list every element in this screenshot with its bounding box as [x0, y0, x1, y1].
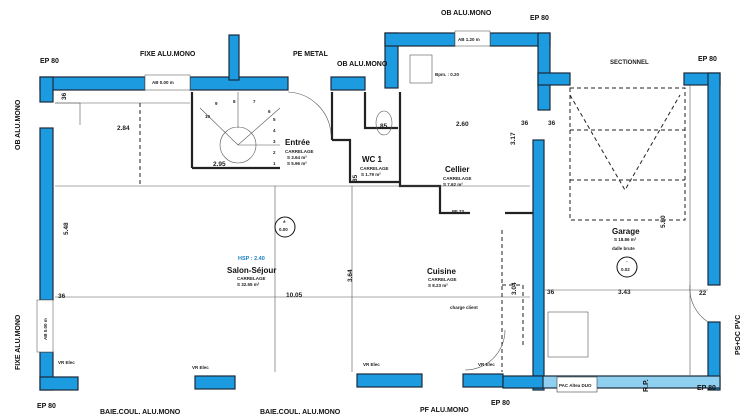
label-window: BAIE.COUL. ALU.MONO: [100, 409, 181, 416]
svg-text:8: 8: [233, 99, 236, 104]
svg-text:10: 10: [205, 114, 211, 119]
svg-text:Salon-Séjour: Salon-Séjour: [227, 266, 276, 275]
svg-text:85: 85: [352, 174, 359, 182]
level-marker-garage: - 0.02: [616, 256, 638, 278]
svg-text:S 7.62 m²: S 7.62 m²: [443, 182, 463, 187]
exterior-walls: [39, 32, 721, 391]
svg-text:CARRELAGE: CARRELAGE: [285, 149, 314, 154]
svg-text:CARRELAGE: CARRELAGE: [237, 276, 266, 281]
svg-text:36: 36: [58, 293, 66, 300]
room-cellier: Cellier CARRELAGE S 7.62 m²: [443, 165, 472, 187]
svg-text:1: 1: [273, 161, 276, 166]
svg-text:Entrée: Entrée: [285, 138, 310, 147]
label-window: OB ALU.MONO: [441, 10, 492, 17]
label-window: OB ALU.MONO: [337, 61, 388, 68]
room-cuisine: Cuisine CARRELAGE S 8.23 m²: [427, 267, 457, 288]
label-ep80: EP 80: [491, 400, 510, 407]
svg-text:0.02: 0.02: [621, 267, 630, 272]
svg-text:VR Elec: VR Elec: [192, 365, 209, 370]
svg-text:9: 9: [215, 101, 218, 106]
label-door: PE METAL: [293, 51, 329, 58]
svg-text:5.48: 5.48: [63, 222, 70, 235]
svg-text:VR Elec: VR Elec: [58, 360, 75, 365]
svg-text:charge client: charge client: [450, 305, 478, 310]
svg-text:S 5.96 m²: S 5.96 m²: [287, 161, 307, 166]
label-ep80: EP 80: [698, 56, 717, 63]
label-door: PS+OC PVC: [735, 315, 742, 355]
svg-text:4: 4: [273, 128, 276, 133]
svg-text:Bpm. : 0.20: Bpm. : 0.20: [435, 72, 460, 77]
svg-text:S 8.23 m²: S 8.23 m²: [428, 283, 448, 288]
annotations: Bpm. : 0.20 PF 73 charge client VR Elec …: [43, 72, 598, 393]
label-window: FIXE ALU.MONO: [15, 314, 22, 370]
svg-text:0.00: 0.00: [279, 227, 288, 232]
svg-text:85: 85: [380, 123, 388, 130]
svg-text:S 32.55 m²: S 32.55 m²: [237, 282, 260, 287]
svg-text:VR Elec: VR Elec: [478, 362, 495, 367]
svg-text:Garage: Garage: [612, 227, 640, 236]
label-door: PF ALU.MONO: [420, 407, 469, 414]
svg-text:3.17: 3.17: [510, 132, 517, 145]
svg-text:3: 3: [273, 139, 276, 144]
svg-text:10.05: 10.05: [286, 292, 303, 299]
svg-text:-: -: [626, 259, 628, 264]
label-ep80: EP 80: [40, 58, 59, 65]
label-ep80: EP 80: [697, 385, 716, 392]
svg-text:2.84: 2.84: [117, 125, 130, 132]
pac-unit: PAC Altea DUO: [559, 383, 592, 388]
svg-text:36: 36: [548, 120, 556, 127]
svg-text:S 18.86 m²: S 18.86 m²: [614, 237, 637, 242]
svg-text:5: 5: [273, 117, 276, 122]
svg-text:dalle brute: dalle brute: [612, 246, 635, 251]
svg-text:HSP : 2.40: HSP : 2.40: [238, 256, 265, 262]
svg-text:6: 6: [268, 109, 271, 114]
svg-text:WC 1: WC 1: [362, 155, 383, 164]
svg-text:3.43: 3.43: [618, 289, 631, 296]
room-entree: Entrée CARRELAGE S 3.64 m² S 5.96 m²: [285, 138, 314, 166]
window-fixe-left: [36, 299, 54, 353]
dimensions: 2.84 2.95 2.60 3.17 36 36 85 85 10.05 3.…: [58, 92, 707, 300]
svg-text:Cuisine: Cuisine: [427, 267, 456, 276]
svg-text:5.80: 5.80: [660, 215, 667, 228]
svg-text:±: ±: [283, 219, 286, 224]
label-window: BAIE.COUL. ALU.MONO: [260, 409, 341, 416]
label-ep80: EP 80: [37, 403, 56, 410]
svg-text:2: 2: [273, 150, 276, 155]
svg-text:CARRELAGE: CARRELAGE: [428, 277, 457, 282]
svg-text:3.64: 3.64: [347, 269, 354, 282]
svg-text:3.04: 3.04: [511, 282, 518, 295]
svg-text:CARRELAGE: CARRELAGE: [360, 166, 389, 171]
svg-text:Cellier: Cellier: [445, 165, 469, 174]
level-marker-salon: ± 0.00: [274, 216, 296, 238]
label-ep80: EP 80: [530, 15, 549, 22]
svg-text:7: 7: [253, 99, 256, 104]
label-window: OB ALU.MONO: [15, 99, 22, 150]
window-fixe-top: [144, 74, 191, 91]
window-sill-label: AB 1.20 m: [458, 37, 480, 42]
svg-text:36: 36: [547, 289, 555, 296]
svg-text:AB 0.00 m: AB 0.00 m: [43, 318, 48, 340]
svg-text:PF 73: PF 73: [452, 209, 465, 214]
room-salon-sejour: HSP : 2.40 Salon-Séjour CARRELAGE S 32.5…: [227, 256, 276, 287]
svg-text:S 1.79 m²: S 1.79 m²: [361, 172, 381, 177]
svg-text:2.60: 2.60: [456, 121, 469, 128]
interior-walls: [55, 54, 709, 375]
svg-text:S 3.64 m²: S 3.64 m²: [287, 155, 307, 160]
label-garage-door: SECTIONNEL: [610, 60, 649, 66]
room-wc: WC 1 CARRELAGE S 1.79 m²: [360, 155, 389, 177]
window-sill-label: AB 0.00 m: [152, 80, 174, 85]
label-window: FIXE ALU.MONO: [140, 51, 196, 58]
room-garage: Garage S 18.86 m² dalle brute: [612, 227, 640, 251]
svg-text:22: 22: [699, 290, 707, 297]
staircase-steps: 1 2 3 4 5 6 7 8 9 10: [205, 99, 276, 166]
svg-text:36: 36: [61, 92, 68, 100]
svg-text:36: 36: [521, 120, 529, 127]
svg-text:2.95: 2.95: [213, 161, 226, 168]
svg-text:CARRELAGE: CARRELAGE: [443, 176, 472, 181]
svg-text:VR Elec: VR Elec: [363, 362, 380, 367]
window-cellier: [454, 30, 491, 47]
label-rp: R.P.: [643, 379, 650, 392]
